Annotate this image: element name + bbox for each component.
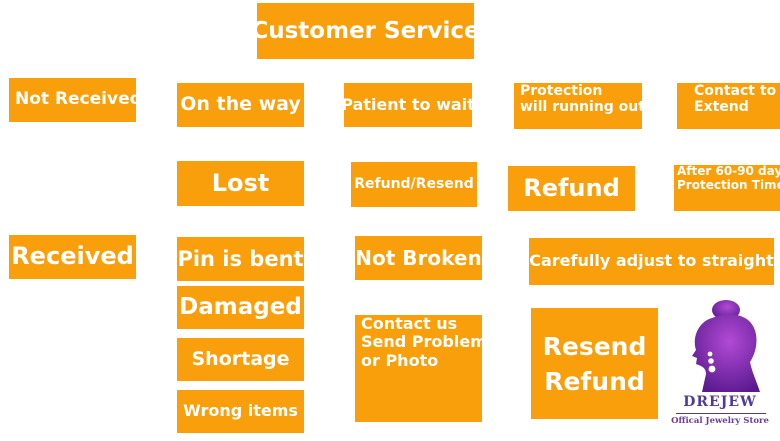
refund-line: Refund [544, 366, 645, 396]
after-line-2: Protection Time [677, 177, 780, 192]
contact-extend-line-2: Extend [694, 99, 749, 116]
brand-name: DREJEW [683, 394, 757, 410]
customer-service-title: Customer Service [251, 3, 480, 59]
resend-refund-box: Resend Refund [531, 308, 658, 419]
contact-to-extend-box: Contact to Extend [677, 83, 780, 129]
contact-us-line-2: Send Problem [361, 332, 487, 352]
contact-us-line-3: or Photo [361, 350, 439, 370]
contact-extend-line-1: Contact to [694, 83, 777, 99]
refund-resend-box: Refund/Resend [351, 162, 477, 207]
brand-divider [676, 413, 766, 414]
not-received-box: Not Received [9, 78, 142, 122]
protection-line-1: Protection [520, 83, 603, 99]
refund-box: Refund [508, 166, 635, 211]
damaged-box: Damaged [177, 286, 304, 329]
after-60-90-days-box: After 60-90 days Protection Time [674, 164, 780, 211]
resend-line: Resend [542, 331, 647, 361]
lost-box: Lost [177, 161, 304, 206]
on-the-way-box: On the way [177, 83, 304, 127]
after-line-1: After 60-90 days [677, 164, 780, 178]
wrong-items-box: Wrong items [177, 390, 304, 433]
received-box: Received [9, 235, 136, 279]
brand-subtitle: Offical Jewelry Store [671, 416, 769, 426]
contact-us-line-1: Contact us [361, 314, 458, 333]
patient-to-wait-box: Patient to wait [341, 83, 475, 127]
contact-us-box: Contact us Send Problem or Photo [355, 314, 487, 422]
brand-logo [668, 296, 772, 436]
carefully-adjust-box: Carefully adjust to straight [529, 238, 774, 285]
protection-running-out-box: Protection will running out [514, 83, 645, 129]
shortage-box: Shortage [177, 338, 304, 381]
protection-line-2: will running out [520, 99, 645, 116]
not-broken-box: Not Broken [355, 236, 482, 280]
woman-silhouette-icon [692, 300, 760, 392]
pin-is-bent-box: Pin is bent [177, 237, 304, 281]
